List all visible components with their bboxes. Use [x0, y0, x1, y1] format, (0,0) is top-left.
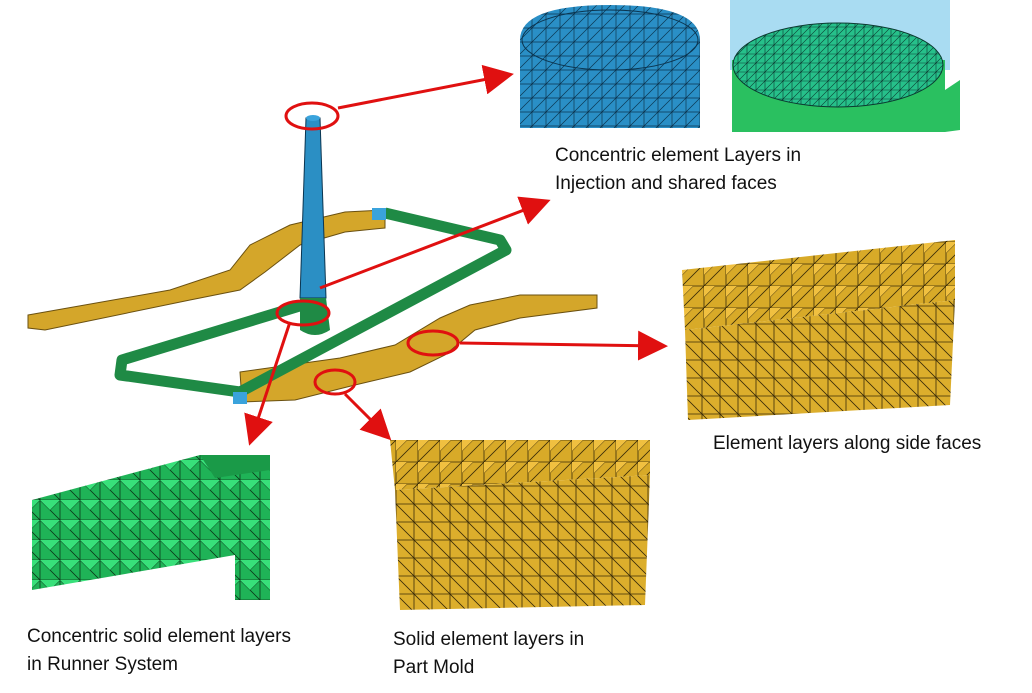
arrow-to-shared-faces: [319, 196, 551, 290]
caption-injection: Concentric element Layers in Injection a…: [555, 142, 801, 198]
caption-line: Element layers along side faces: [713, 433, 982, 454]
caption-line: Part Mold: [393, 657, 475, 678]
highlight-runner-junction: [275, 299, 331, 327]
caption-line: in Runner System: [27, 654, 179, 675]
highlight-part: [313, 368, 357, 396]
caption-line: Concentric solid element layers: [27, 626, 292, 647]
injection-cylinder-mesh-detail: [520, 5, 700, 128]
arrow-to-side-faces: [459, 330, 668, 361]
caption-side-faces: Element layers along side faces: [713, 430, 981, 458]
callout-arrows: [244, 64, 668, 446]
caption-line: Concentric element Layers in: [555, 145, 802, 166]
highlight-sprue-top: [284, 101, 340, 131]
caption-runner: Concentric solid element layers in Runne…: [27, 623, 291, 679]
part-left: [27, 209, 386, 331]
gate-right: [233, 392, 247, 404]
injection-mold-model: [27, 115, 598, 404]
gate-left: [372, 208, 386, 220]
arrow-to-part-mold: [343, 392, 392, 441]
shared-face-mesh-detail: [730, 0, 960, 132]
part-mold-mesh-detail: [390, 440, 650, 610]
highlight-markers: [275, 101, 460, 396]
caption-part-mold: Solid element layers in Part Mold: [393, 626, 584, 682]
caption-line: Solid element layers in: [393, 629, 585, 650]
runner-mesh-detail: [32, 455, 270, 600]
caption-line: Injection and shared faces: [555, 173, 777, 194]
side-faces-mesh-detail: [682, 240, 955, 420]
highlight-side-face: [406, 329, 460, 357]
sprue: [299, 117, 327, 299]
arrow-to-injection: [337, 64, 514, 110]
arrow-to-runner: [244, 321, 292, 446]
